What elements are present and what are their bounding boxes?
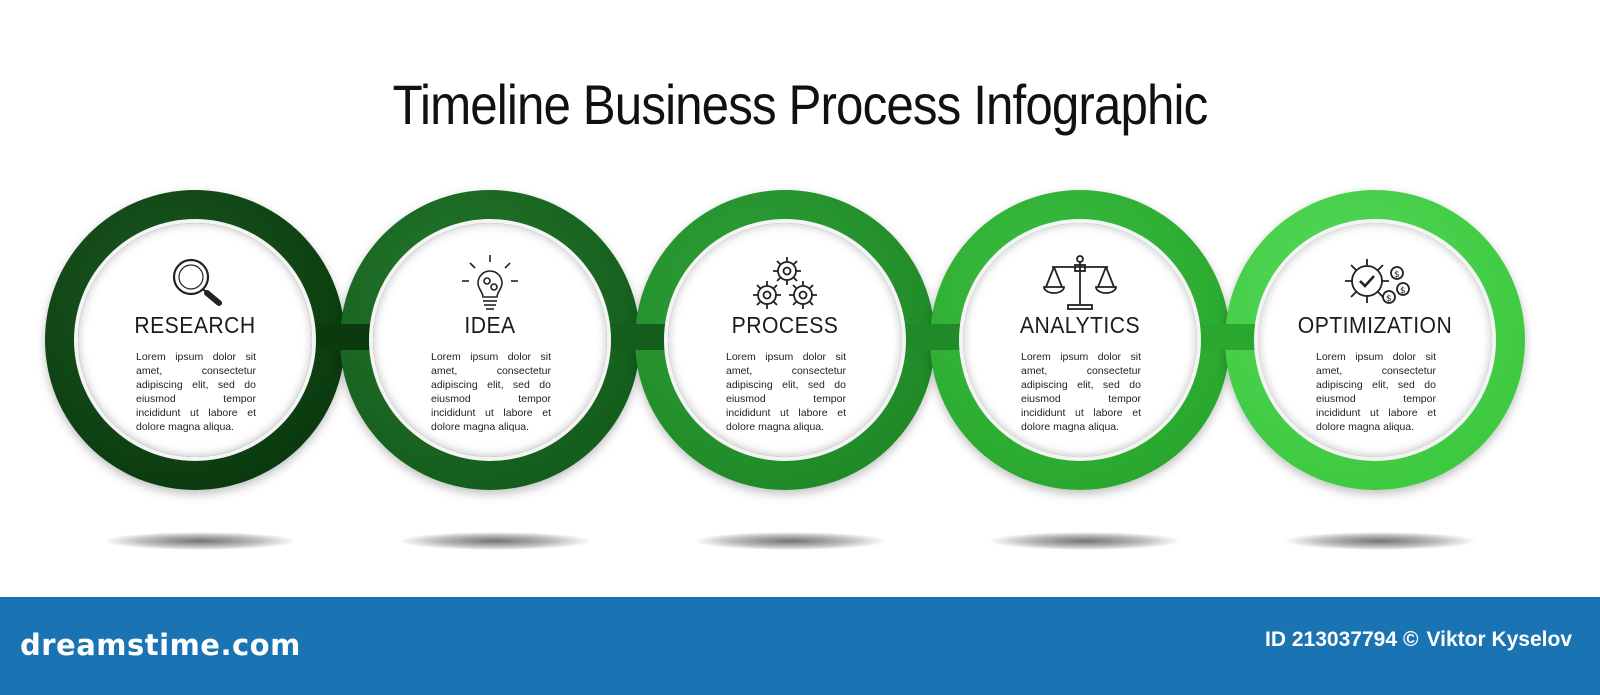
brand-logo[interactable]: dreamstime.com bbox=[20, 628, 301, 662]
svg-text:$: $ bbox=[1400, 286, 1406, 296]
step-title-analytics: ANALYTICS bbox=[1019, 312, 1141, 338]
step-shadow bbox=[695, 532, 885, 550]
step-title-research: RESEARCH bbox=[134, 312, 256, 338]
image-credit: ID 213037794 © Viktor Kyselov bbox=[1257, 628, 1572, 652]
step-shadow bbox=[1285, 532, 1475, 550]
svg-text:$: $ bbox=[1394, 270, 1400, 280]
step-shadow bbox=[400, 532, 590, 550]
step-description: Lorem ipsum dolor sit amet, consectetur … bbox=[431, 351, 551, 433]
step-title-optimization: OPTIMIZATION bbox=[1297, 312, 1453, 338]
step-description: Lorem ipsum dolor sit amet, consectetur … bbox=[136, 351, 256, 433]
scales-icon bbox=[1043, 255, 1117, 310]
magnifier-icon bbox=[172, 258, 222, 306]
step-shadow bbox=[990, 532, 1180, 550]
infographic: Timeline Business Process Infographic bbox=[45, 73, 1525, 550]
author-name[interactable]: Viktor Kyselov bbox=[1426, 628, 1572, 651]
svg-text:$: $ bbox=[1386, 294, 1392, 304]
step-title-idea: IDEA bbox=[464, 312, 516, 338]
step-description: Lorem ipsum dolor sit amet, consectetur … bbox=[1021, 351, 1141, 433]
gear-check-dollar-icon: $ $ $ bbox=[1345, 259, 1410, 304]
step-inner-circle bbox=[78, 223, 312, 457]
copyright-symbol: © bbox=[1403, 628, 1419, 651]
gears-icon bbox=[753, 257, 817, 309]
step-shadow bbox=[105, 532, 295, 550]
lightbulb-icon bbox=[462, 255, 518, 310]
footer-bar: dreamstime.com ID 213037794 © Viktor Kysel… bbox=[0, 597, 1600, 695]
step-description: Lorem ipsum dolor sit amet, consectetur … bbox=[1316, 351, 1436, 433]
image-id: ID 213037794 bbox=[1265, 628, 1397, 651]
step-description: Lorem ipsum dolor sit amet, consectetur … bbox=[726, 351, 846, 433]
step-title-process: PROCESS bbox=[731, 312, 839, 338]
page-title: Timeline Business Process Infographic bbox=[392, 73, 1209, 136]
step-inner-circle bbox=[1258, 223, 1492, 457]
